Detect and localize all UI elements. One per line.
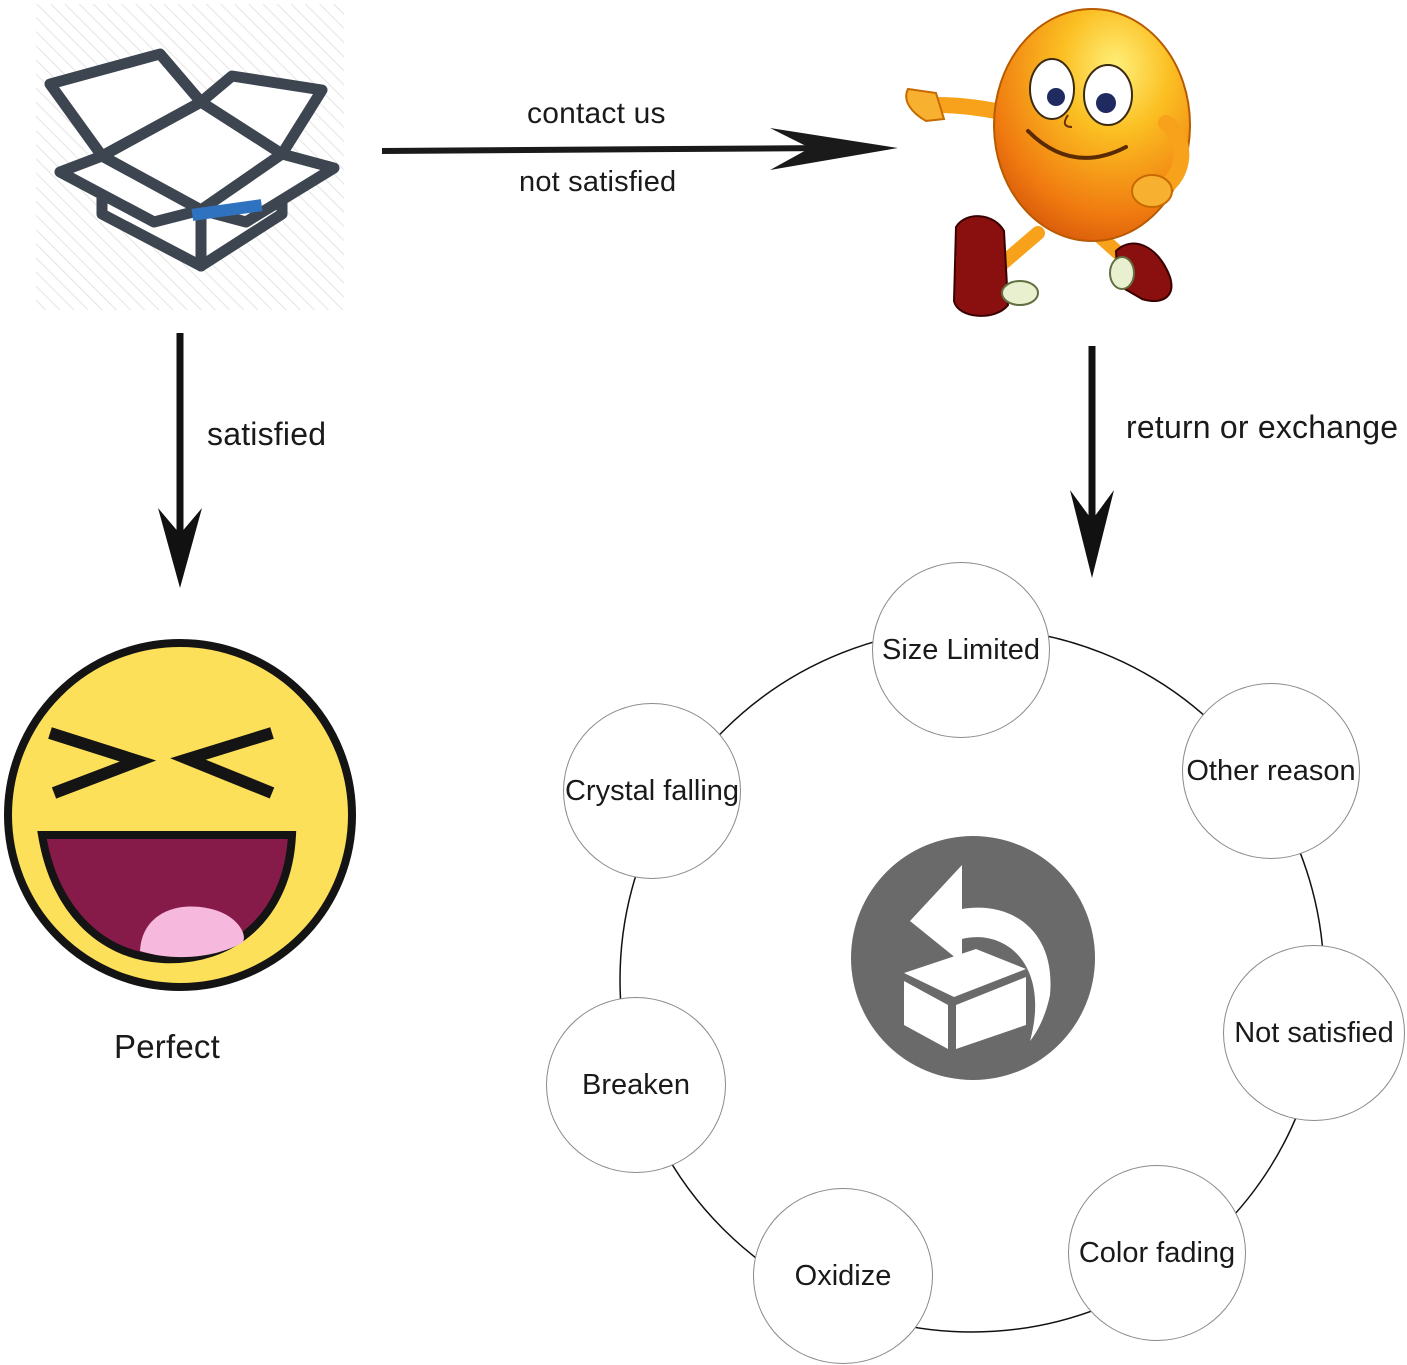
edge-label-contact: contact us xyxy=(527,97,666,130)
reason-node-breaken: Breaken xyxy=(546,997,726,1173)
edge-label-return-exchange: return or exchange xyxy=(1126,409,1399,445)
reason-node-other-reason: Other reason xyxy=(1182,683,1360,859)
open-box-icon xyxy=(36,4,344,310)
edge-label-satisfied: satisfied xyxy=(207,416,327,452)
reason-node-oxidize: Oxidize xyxy=(753,1188,933,1364)
reason-node-color-fading: Color fading xyxy=(1068,1165,1246,1341)
edge-label-not-satisfied: not satisfied xyxy=(519,166,677,198)
reason-node-crystal-falling: Crystal falling xyxy=(563,703,741,879)
egg-mascot-icon xyxy=(896,5,1212,325)
outcome-label-perfect: Perfect xyxy=(114,1028,220,1065)
reason-node-not-satisfied: Not satisfied xyxy=(1223,945,1405,1121)
laughing-face-icon xyxy=(2,637,358,993)
reason-node-size-limited: Size Limited xyxy=(872,562,1050,738)
return-box-icon xyxy=(850,835,1096,1081)
